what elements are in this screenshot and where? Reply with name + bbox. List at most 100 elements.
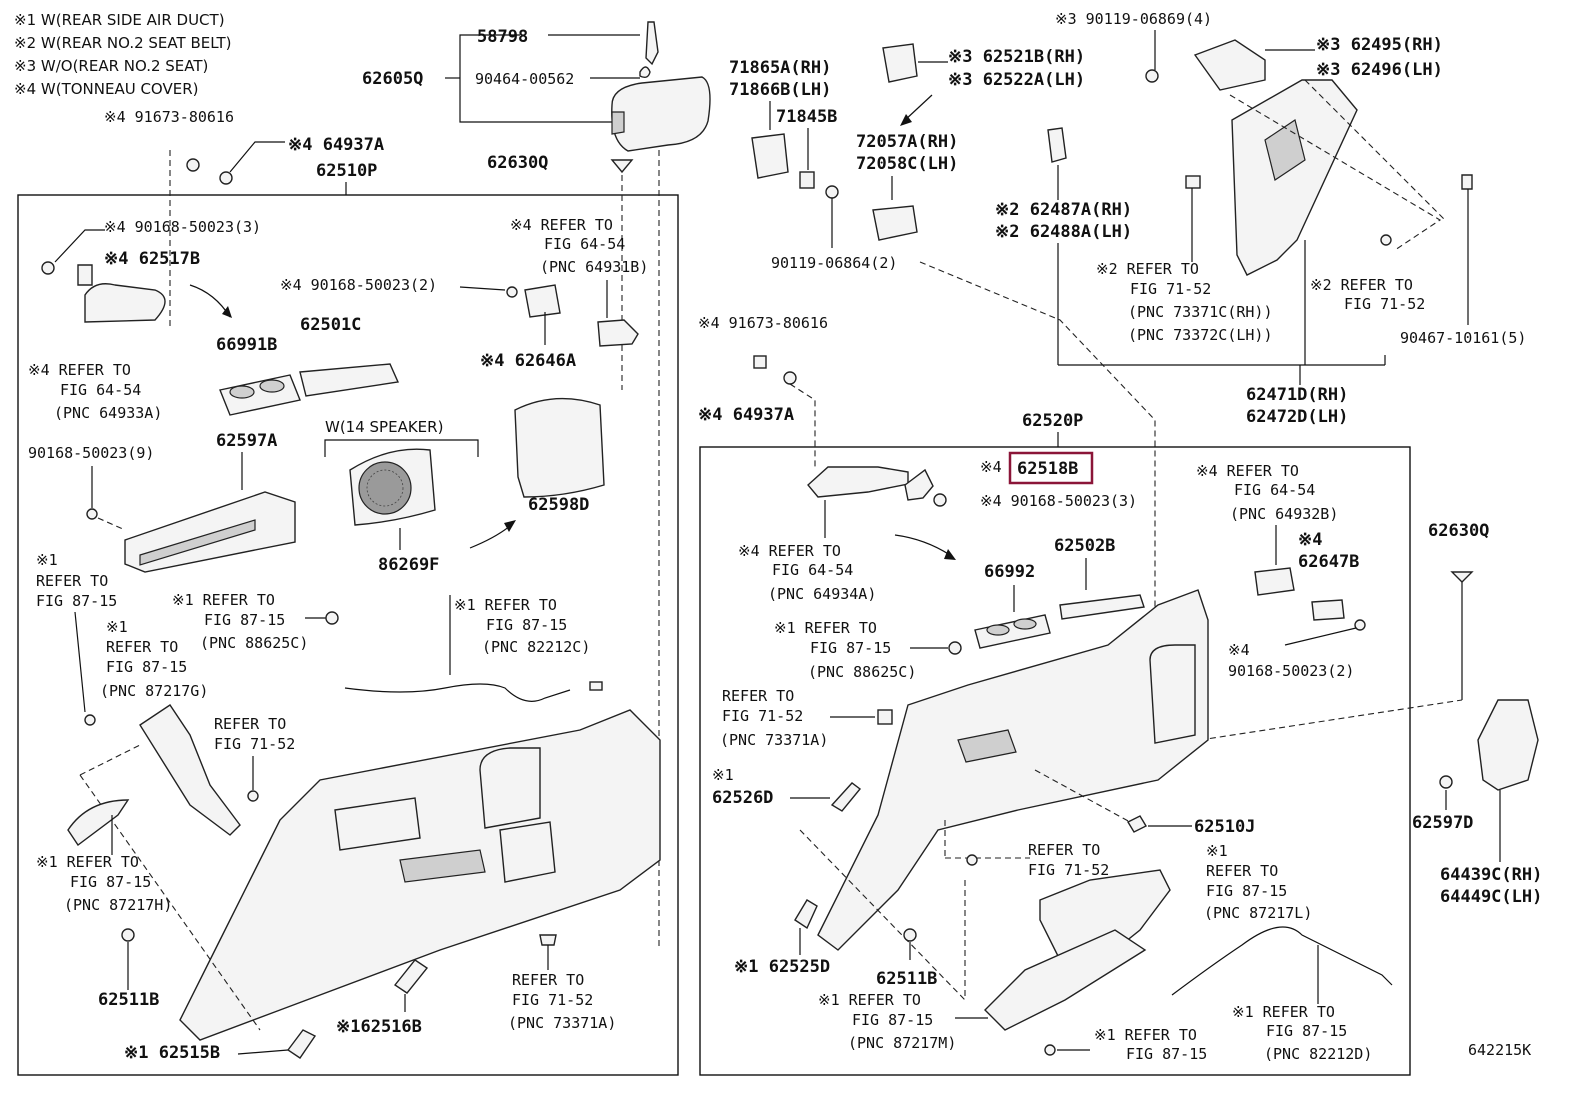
ref-87217h-l3: (PNC 87217H)	[64, 896, 172, 914]
ref-82212d-l1: ※1 REFER TO	[1232, 1003, 1335, 1021]
ref-73371a-l3: (PNC 73371A)	[508, 1014, 616, 1032]
part-62520p: 62520P	[1022, 411, 1083, 431]
ref-87217h-l1: ※1 REFER TO	[36, 853, 139, 871]
part-62495: ※3 62495(RH)	[1316, 35, 1443, 55]
latch-72057a	[872, 205, 918, 241]
part-91673-right: ※4 91673-80616	[698, 314, 828, 332]
part-62630q-right: 62630Q	[1428, 521, 1489, 541]
ref-73371a-l1: REFER TO	[512, 971, 584, 989]
part-90168-9: 90168-50023(9)	[28, 444, 154, 462]
ref-73371r-l3: (PNC 73371A)	[720, 731, 828, 749]
part-62647b-l1: ※4	[1298, 530, 1322, 550]
ref-87217g-l2: REFER TO	[106, 638, 178, 656]
trim-panel-right	[817, 589, 1209, 951]
left-assembly-box	[17, 194, 679, 1076]
part-62510p: 62510P	[316, 161, 377, 181]
ref-64932-l2: FIG 64-54	[1234, 481, 1315, 499]
clip-58798	[645, 21, 659, 66]
wire-82212c	[344, 683, 571, 702]
speaker-group-label: W(14 SPEAKER)	[325, 418, 443, 436]
grille-62516b	[393, 959, 429, 994]
bracket-62517b	[84, 283, 166, 323]
part-71865a: 71865A(RH)	[729, 58, 831, 78]
ref-64932-l3: (PNC 64932B)	[1230, 505, 1338, 523]
part-62517b: ※4 62517B	[104, 249, 200, 269]
duct-87217g	[139, 704, 241, 836]
ref-88625-l2: FIG 87-15	[204, 611, 285, 629]
part-62511b-right: 62511B	[876, 969, 937, 989]
ref-88625r-l2: FIG 87-15	[810, 639, 891, 657]
ref-6454-l1: ※4 REFER TO	[510, 216, 613, 234]
part-90119-06869: ※3 90119-06869(4)	[1055, 10, 1212, 28]
part-90168-3-left: ※4 90168-50023(3)	[104, 218, 261, 236]
ref-7152b-l3: (PNC 73371C(RH))	[1128, 303, 1273, 321]
part-86269f: 86269F	[378, 555, 439, 575]
part-64937a-left: ※4 64937A	[288, 135, 384, 155]
ref-7152c-l1: ※2 REFER TO	[1310, 276, 1413, 294]
part-71845b: 71845B	[776, 107, 837, 127]
part-62487a: ※2 62487A(RH)	[995, 200, 1132, 220]
ref-73371r-l2: FIG 71-52	[722, 707, 803, 725]
bezel-62487a	[1047, 127, 1067, 163]
part-72058c: 72058C(LH)	[856, 154, 958, 174]
ref-87217l-l2: REFER TO	[1206, 862, 1278, 880]
grille-62526d	[830, 782, 862, 812]
ref-82212d-l2: FIG 87-15	[1266, 1022, 1347, 1040]
ref-82212-l3: (PNC 82212C)	[482, 638, 590, 656]
ref-64933-l2: FIG 64-54	[60, 381, 141, 399]
legend-item: ※1 W(REAR SIDE AIR DUCT)	[14, 11, 225, 29]
part-66992: 66992	[984, 562, 1035, 582]
part-62597d: 62597D	[1412, 813, 1473, 833]
legend: ※1 W(REAR SIDE AIR DUCT) ※2 W(REAR NO.2 …	[14, 11, 232, 98]
part-64937a-right: ※4 64937A	[698, 405, 794, 425]
bracket-62647b	[1311, 599, 1345, 621]
duct-87217l	[1039, 869, 1171, 971]
part-62472d: 62472D(LH)	[1246, 407, 1348, 427]
part-62630q-left: 62630Q	[487, 153, 548, 173]
ref-64934-l3: (PNC 64934A)	[768, 585, 876, 603]
part-62598d: 62598D	[528, 495, 589, 515]
ref-88625-l1: ※1 REFER TO	[172, 591, 275, 609]
part-62471d: 62471D(RH)	[1246, 385, 1348, 405]
legend-item: ※3 W/O(REAR NO.2 SEAT)	[14, 57, 208, 75]
part-90168-2-left: ※4 90168-50023(2)	[280, 276, 437, 294]
duct-87217h	[67, 799, 130, 847]
ref-88625r-l3: (PNC 88625C)	[808, 663, 916, 681]
highlight-62518b	[1008, 451, 1094, 485]
ref-7152b-l4: (PNC 73372C(LH))	[1128, 326, 1273, 344]
ref-6454-l2: FIG 64-54	[544, 235, 625, 253]
bracket-62646a	[524, 284, 561, 318]
ref-7152a-l2: FIG 71-52	[214, 735, 295, 753]
ref-8715a-l2: REFER TO	[36, 572, 108, 590]
part-62646a: ※4 62646A	[480, 351, 576, 371]
part-62526d-l2: 62526D	[712, 788, 773, 808]
part-62526d-l1: ※1	[712, 766, 734, 784]
part-90119-06864: 90119-06864(2)	[771, 254, 897, 272]
ref-8715a-l1: ※1	[36, 551, 58, 569]
part-90168-2-right-l2: 90168-50023(2)	[1228, 662, 1354, 680]
diagram-id: 642215K	[1468, 1041, 1531, 1059]
ref-88625r-l1: ※1 REFER TO	[774, 619, 877, 637]
part-62488a: ※2 62488A(LH)	[995, 222, 1132, 242]
part-62518b[interactable]: 62518B	[1017, 459, 1078, 479]
screw-90464	[639, 66, 651, 79]
right-assembly-box	[699, 446, 1411, 1076]
grille-62525d	[794, 899, 818, 930]
part-62518b-prefix: ※4	[980, 458, 1002, 476]
ref-82212d-l3: (PNC 82212D)	[1264, 1045, 1372, 1063]
ref-88625-l3: (PNC 88625C)	[200, 634, 308, 652]
duct-62597d	[1477, 699, 1539, 791]
ref-8715b-l1: ※1 REFER TO	[1094, 1026, 1197, 1044]
wire-82212d	[1171, 926, 1393, 996]
part-64449c: 64449C(LH)	[1440, 887, 1542, 907]
clip-62630q-right	[1450, 571, 1474, 583]
part-90464: 90464-00562	[475, 70, 574, 88]
part-90168-2-right-l1: ※4	[1228, 641, 1250, 659]
grille-62515b	[286, 1029, 317, 1059]
part-62597a: 62597A	[216, 431, 277, 451]
handle-64932b	[1254, 567, 1295, 596]
duct-87217m	[984, 929, 1147, 1031]
part-72057a: 72057A(RH)	[856, 132, 958, 152]
ref-64934-l2: FIG 64-54	[772, 561, 853, 579]
part-90168-3-right: ※4 90168-50023(3)	[980, 492, 1137, 510]
